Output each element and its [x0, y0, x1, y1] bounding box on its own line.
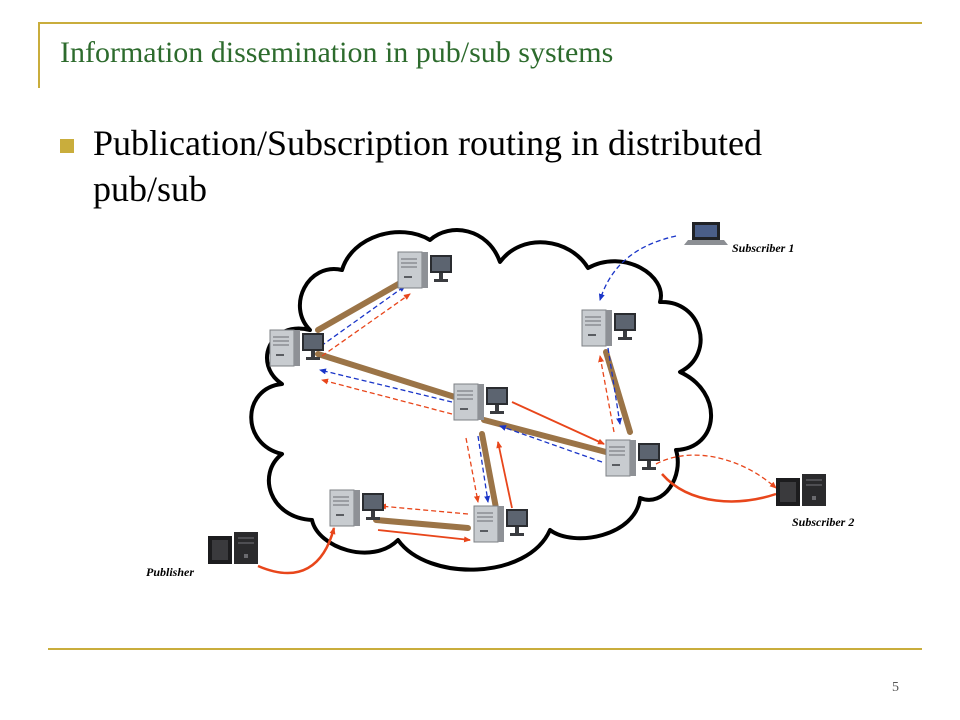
page-number: 5: [892, 680, 899, 695]
subscriber-1-laptop: [684, 222, 728, 245]
publication-solid-flows: [377, 401, 605, 543]
desktop-computer-icon: [775, 473, 827, 507]
bullet-text: Publication/Subscription routing in dist…: [93, 123, 762, 209]
publisher-desktop: [207, 531, 259, 565]
subscriber-1-label: Subscriber 1: [732, 241, 794, 255]
title-rule: [38, 22, 922, 24]
bullet-marker: [60, 139, 74, 153]
publication-flows: [321, 293, 777, 515]
edge-flows: [257, 473, 777, 575]
title-side-rule: [38, 22, 40, 88]
desktop-computer-icon: [207, 531, 259, 565]
subscriber-2-label: Subscriber 2: [792, 515, 854, 529]
subscriber-2-desktop: [775, 473, 827, 507]
laptop-icon: [684, 222, 728, 245]
slide-title: Information dissemination in pub/sub sys…: [60, 36, 614, 69]
publisher-label: Publisher: [146, 565, 194, 579]
footer-rule: [48, 648, 922, 650]
subscription-flows: [319, 235, 677, 503]
